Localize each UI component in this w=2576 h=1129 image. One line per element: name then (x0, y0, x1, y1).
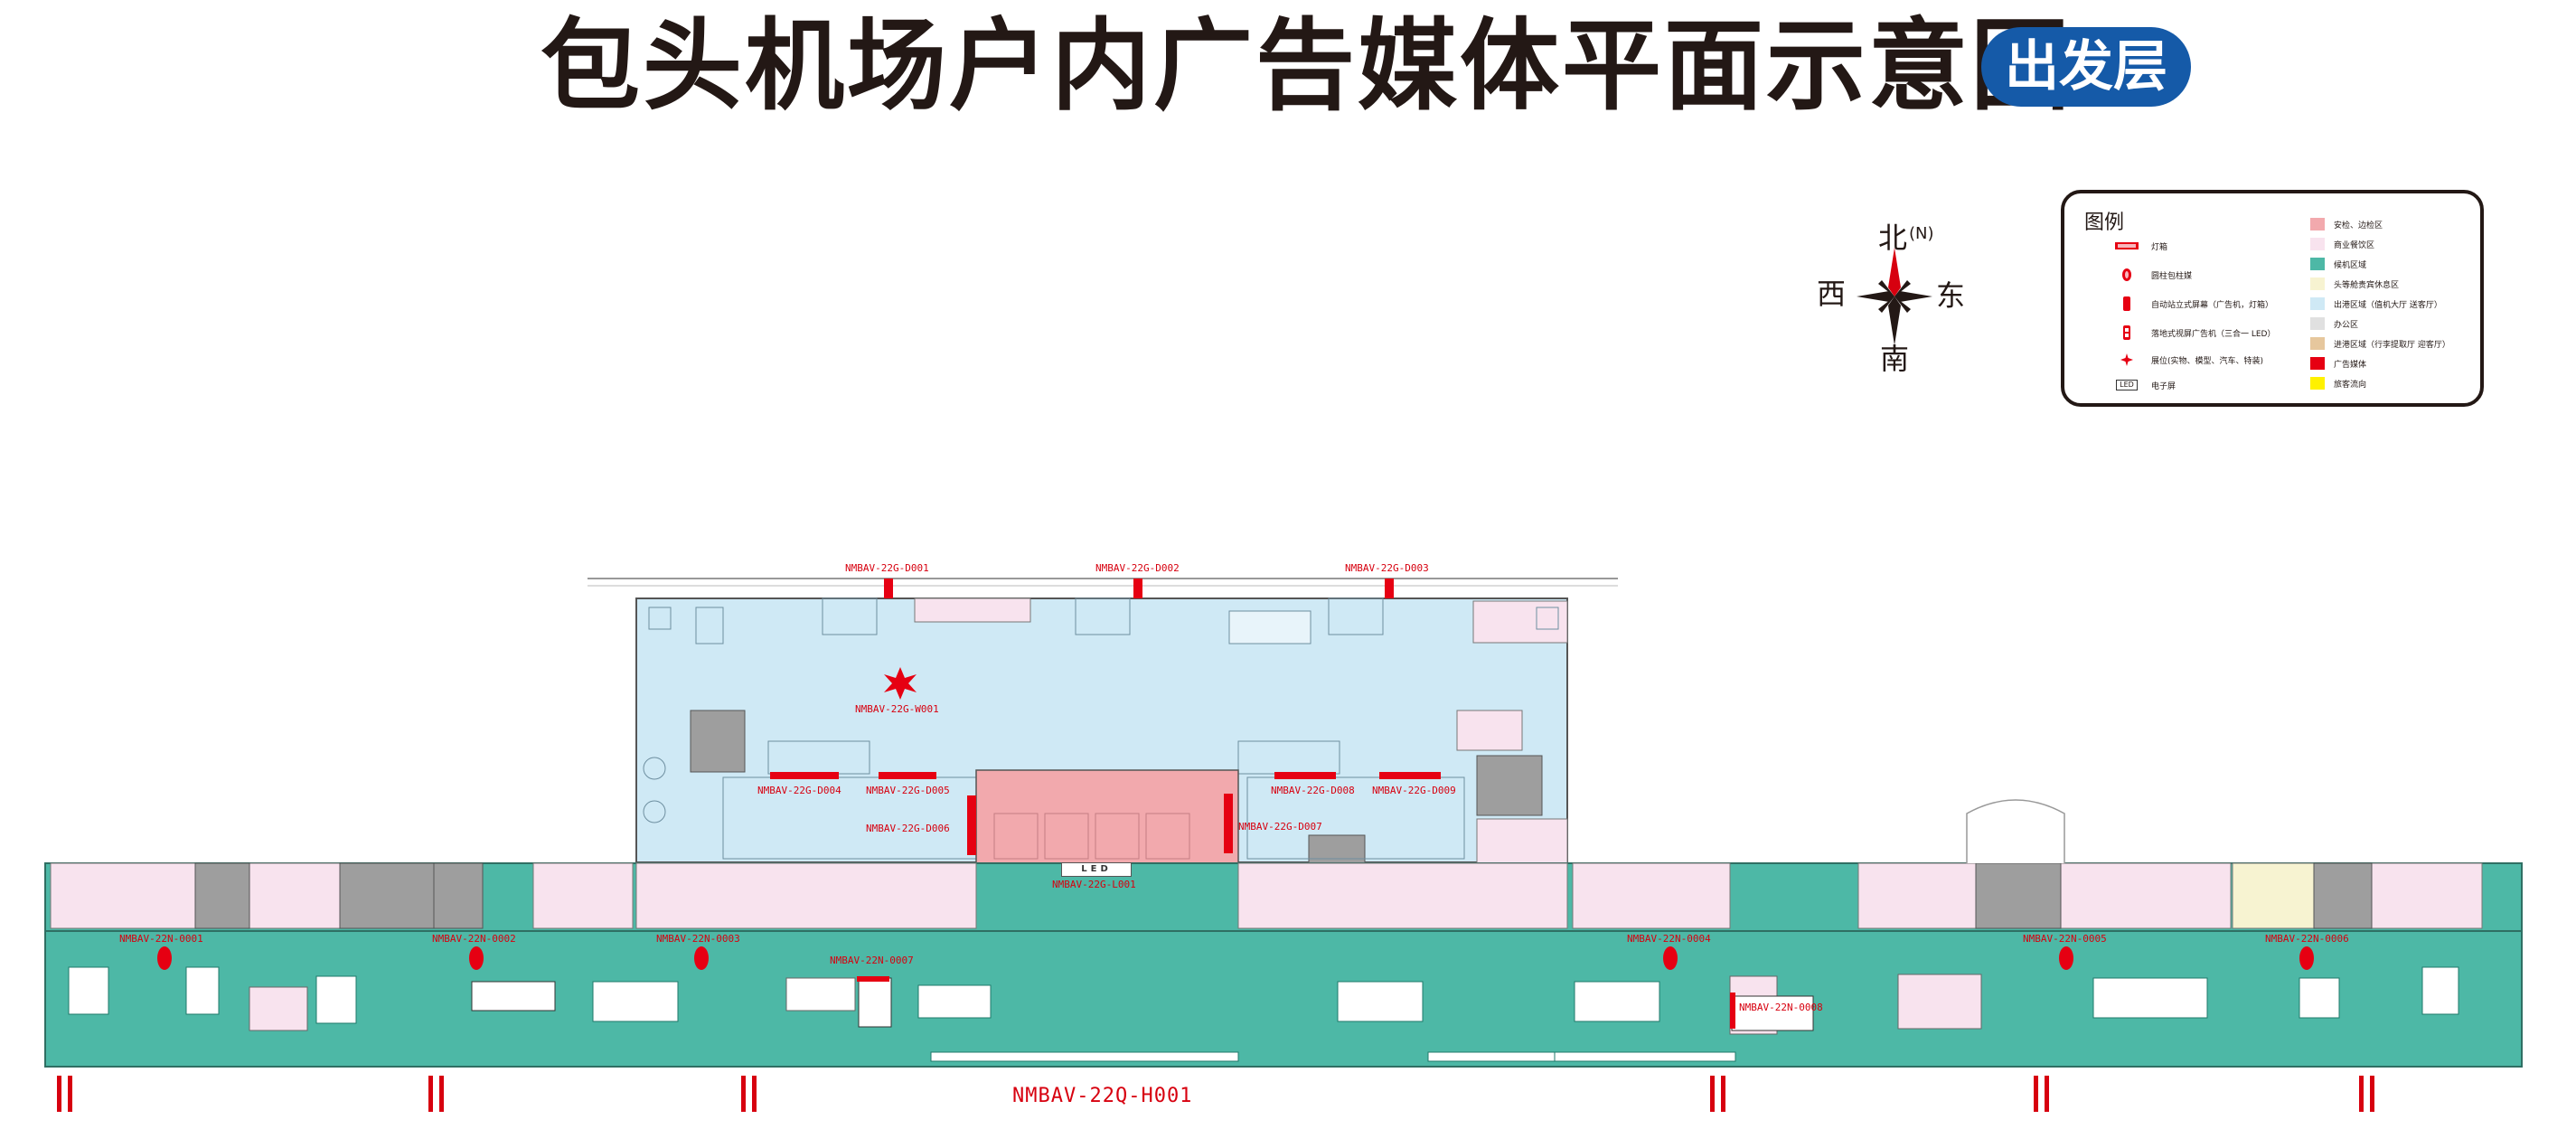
media-D003-marker (1385, 579, 1394, 598)
compass-east: 东 (1936, 278, 1966, 313)
media-N0001-label: NMBAV-22N-0001 (119, 933, 203, 945)
media-N0003-marker (694, 946, 709, 970)
legend-area-office: 办公区 (2310, 316, 2358, 331)
floor-plan: NMBAV-22G-D001 NMBAV-22G-D002 NMBAV-22G-… (0, 542, 2576, 1129)
media-D006-label: NMBAV-22G-D006 (866, 823, 950, 834)
lightbox-icon (2111, 242, 2142, 249)
media-W001-label: NMBAV-22G-W001 (855, 703, 939, 715)
media-D002-marker (1133, 579, 1142, 598)
standing-screen-icon (2111, 296, 2142, 311)
legend-area-vip: 头等舱贵宾休息区 (2310, 277, 2399, 291)
legend-area-waiting: 候机区域 (2310, 257, 2366, 271)
compass-west: 西 (1817, 277, 1847, 311)
media-N0006-marker (2299, 946, 2314, 970)
map-title: 包头机场户内广告媒体平面示意图 (541, 8, 2073, 124)
media-D003-label: NMBAV-22G-D003 (1345, 562, 1429, 574)
legend-column-wrap: 圆柱包柱媒 (2111, 268, 2192, 282)
media-D001-marker (884, 579, 893, 598)
exhibit-star-icon (2111, 353, 2142, 366)
compass-star-icon (1857, 248, 1932, 345)
media-N0004-label: NMBAV-22N-0004 (1627, 933, 1711, 945)
media-D007-label: NMBAV-22G-D007 (1238, 821, 1322, 833)
media-N0008-label: NMBAV-22N-0008 (1739, 1002, 1823, 1013)
media-D005-label: NMBAV-22G-D005 (866, 785, 950, 796)
media-D004-marker (770, 772, 839, 779)
led-screen: LED (1061, 862, 1132, 877)
legend-area-security: 安检、边检区 (2310, 217, 2383, 231)
media-N0005-marker (2059, 946, 2073, 970)
media-N0002-label: NMBAV-22N-0002 (432, 933, 516, 945)
legend-standing-screen: 自动站立式屏幕（广告机，灯箱） (2111, 296, 2273, 311)
compass-north-letter: (N) (1909, 224, 1934, 243)
compass-rose: 北 (N) 南 西 东 (1817, 213, 1970, 376)
legend-led: LED 电子屏 (2111, 378, 2176, 392)
media-D006-marker (967, 795, 976, 855)
media-D008-marker (1274, 772, 1336, 779)
floor-badge: 出发层 (1981, 27, 2191, 107)
media-W001-marker (884, 667, 917, 700)
legend-title: 图例 (2084, 212, 2125, 234)
video-screen-icon (2111, 325, 2142, 340)
legend-area-flow: 旅客流向 (2310, 376, 2366, 390)
legend-area-commerce: 商业餐饮区 (2310, 237, 2374, 251)
led-icon: LED (2111, 380, 2142, 390)
legend-box: 图例 灯箱 圆柱包柱媒 自动站立式屏幕（广告机，灯箱） 落地式视屏广告机（三合一… (2061, 190, 2484, 407)
media-D009-marker (1379, 772, 1441, 779)
legend-area-media: 广告媒体 (2310, 356, 2366, 371)
media-N0006-label: NMBAV-22N-0006 (2265, 933, 2349, 945)
media-D009-label: NMBAV-22G-D009 (1372, 785, 1456, 796)
media-D005-marker (879, 772, 936, 779)
media-D002-label: NMBAV-22G-D002 (1095, 562, 1180, 574)
compass-north: 北 (1878, 221, 1908, 255)
legend-area-departure: 出港区域（值机大厅 送客厅） (2310, 296, 2442, 311)
media-D008-label: NMBAV-22G-D008 (1271, 785, 1355, 796)
media-N0008-marker (1730, 993, 1735, 1029)
media-N0001-marker (157, 946, 172, 970)
media-D004-label: NMBAV-22G-D004 (757, 785, 841, 796)
media-N0005-label: NMBAV-22N-0005 (2023, 933, 2107, 945)
media-N0002-marker (469, 946, 484, 970)
compass-south: 南 (1880, 342, 1910, 376)
legend-area-arrival: 进港区域（行李提取厅 迎客厅） (2310, 336, 2450, 351)
column-wrap-icon (2111, 268, 2142, 282)
media-D007-marker (1224, 794, 1233, 853)
media-H001-label: NMBAV-22Q-H001 (1012, 1085, 1193, 1107)
media-D001-label: NMBAV-22G-D001 (845, 562, 929, 574)
media-N0004-marker (1663, 946, 1678, 970)
media-L001-label: NMBAV-22G-L001 (1052, 879, 1136, 890)
gate-markers (57, 1076, 2374, 1112)
media-N0007-label: NMBAV-22N-0007 (830, 955, 914, 966)
legend-lightbox: 灯箱 (2111, 239, 2167, 253)
media-N0007-marker (857, 976, 889, 982)
legend-exhibit: 展位(实物、模型、汽车、特装) (2111, 353, 2263, 367)
legend-video-screen: 落地式视屏广告机（三合一 LED） (2111, 325, 2276, 340)
media-N0003-label: NMBAV-22N-0003 (656, 933, 740, 945)
floor-plan-drawing: NMBAV-22G-D001 NMBAV-22G-D002 NMBAV-22G-… (44, 562, 2523, 1112)
